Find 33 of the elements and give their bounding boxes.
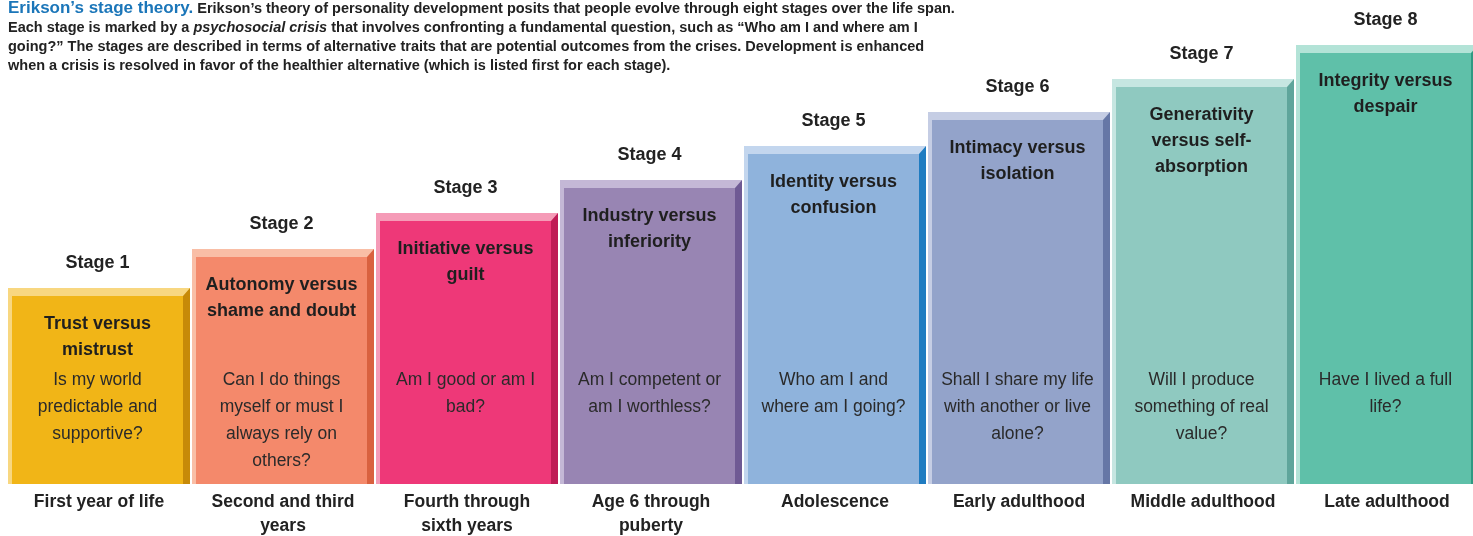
crisis-title: Integrity versus despair	[1317, 69, 1454, 118]
question-text: Shall I share my life with another or live alone?	[940, 368, 1095, 445]
stage-label: Stage 2	[248, 213, 315, 234]
question-text: Can I do things myself or must I always rely on others?	[218, 368, 345, 472]
age-label: Early adulthood	[951, 490, 1087, 513]
stage-label: Stage 6	[984, 76, 1051, 97]
stage-label: Stage 4	[616, 144, 683, 165]
crisis-title: Industry versus inferiority	[581, 204, 718, 253]
age-label: Fourth through sixth years	[402, 490, 532, 536]
stage-label: Stage 1	[64, 252, 131, 273]
stage-label: Stage 8	[1352, 9, 1419, 30]
question-text: Am I competent or am I worthless?	[577, 368, 722, 418]
stage-label: Stage 7	[1168, 43, 1235, 64]
stage-label: Stage 3	[432, 177, 499, 198]
age-label: First year of life	[32, 490, 166, 513]
crisis-title: Identity versus confusion	[768, 170, 898, 219]
question-text: Is my world predictable and supportive?	[36, 368, 159, 445]
crisis-title: Generativity versus self-absorption	[1148, 103, 1255, 178]
crisis-title: Autonomy versus shame and doubt	[204, 273, 359, 322]
age-label: Late adulthood	[1323, 490, 1451, 513]
age-label: Age 6 through puberty	[590, 490, 712, 536]
intro-paragraph: Erikson’s stage theory. Erikson’s theory of personality development posits that people evolve through eight stages over the life span. Each stage is marked by a psychosocial crisis that involves confronting a fundamental question, such as “Who am I and where am I going?” The stages are described in terms of alternative traits that are potential outcomes from the crises. Development is enhanced when a crisis is resolved in favor of the healthier alternative (which is listed first for each stage).	[8, 0, 956, 75]
age-label: Second and third years	[210, 490, 356, 536]
question-text: Have I lived a full life?	[1317, 368, 1454, 418]
stage-label: Stage 5	[800, 110, 867, 131]
question-text: Am I good or am I bad?	[394, 368, 537, 418]
question-text: Will I produce something of real value?	[1133, 368, 1270, 445]
crisis-title: Intimacy versus isolation	[948, 136, 1087, 185]
crisis-title: Initiative versus guilt	[396, 237, 535, 286]
crisis-title: Trust versus mistrust	[42, 312, 153, 361]
age-label: Middle adulthood	[1129, 490, 1277, 513]
question-text: Who am I and where am I going?	[760, 368, 907, 418]
age-label: Adolescence	[780, 490, 890, 513]
